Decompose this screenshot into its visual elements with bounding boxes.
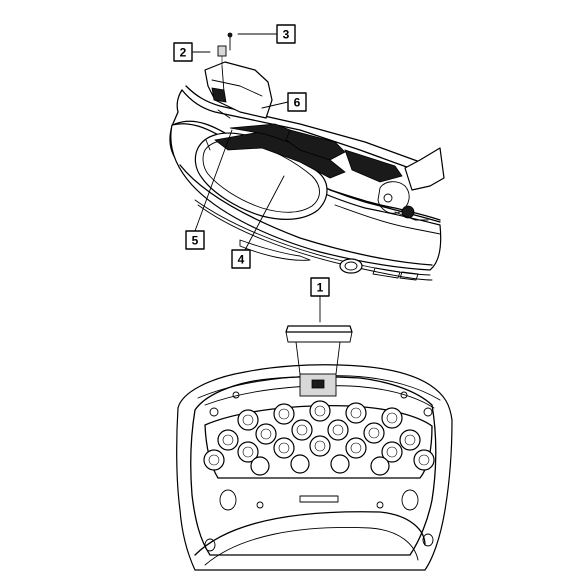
front-bumper-assembly [169,32,445,281]
callout-1-label: 1 [317,281,324,295]
callout-5: 5 [185,230,205,250]
callout-2-label: 2 [180,46,187,60]
callout-2: 2 [173,42,193,62]
callout-6: 6 [287,92,307,112]
callout-4-label: 4 [238,253,245,267]
callout-1: 1 [310,277,330,297]
leader-lines [192,33,321,323]
callout-3: 3 [276,24,296,44]
callout-4: 4 [231,249,251,269]
callout-6-label: 6 [294,96,301,110]
callout-3-label: 3 [283,28,290,42]
hood-assembly [176,325,453,571]
callout-5-label: 5 [192,234,199,248]
